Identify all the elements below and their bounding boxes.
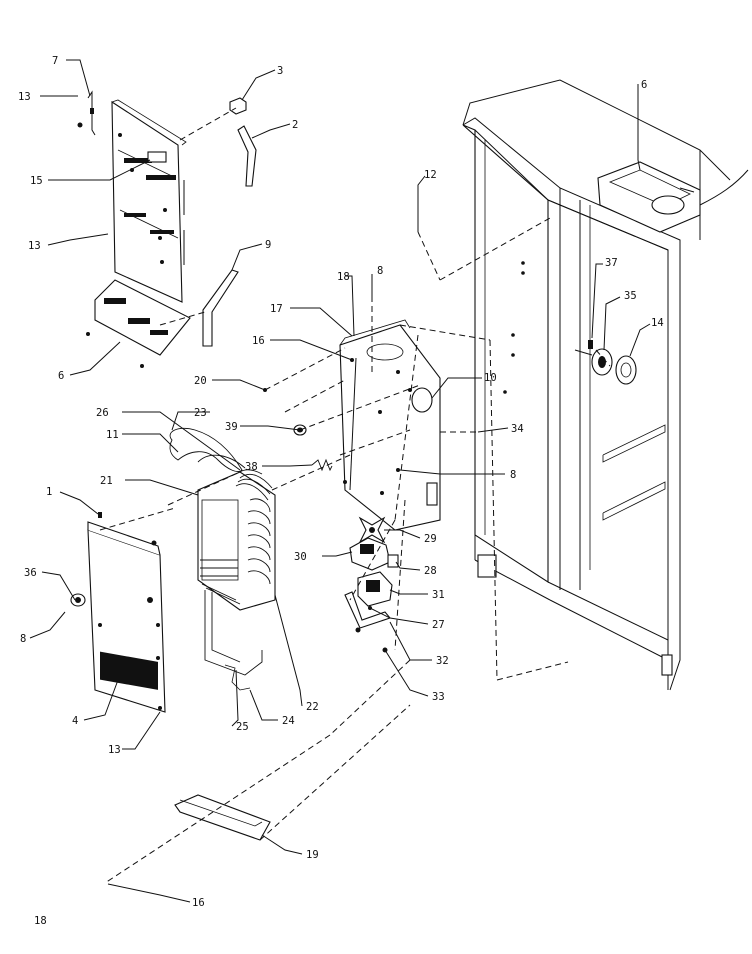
callout-21: 21 xyxy=(100,475,113,487)
callout-17: 17 xyxy=(270,303,283,315)
callout-labels: 7 3 13 2 15 13 9 6 6 12 18 8 17 16 20 37… xyxy=(18,55,664,909)
callout-13: 13 xyxy=(108,744,121,756)
bracket-7 xyxy=(77,90,96,136)
motor-mount-32 xyxy=(344,591,391,633)
callout-8: 8 xyxy=(510,469,516,481)
lower-cover-panel-4 xyxy=(87,521,166,713)
refrigerator-cabinet xyxy=(462,79,731,691)
callout-3: 3 xyxy=(277,65,283,77)
assembly-lines xyxy=(99,107,611,884)
callout-23: 23 xyxy=(194,407,207,419)
callout-24: 24 xyxy=(282,715,295,727)
callout-4: 4 xyxy=(72,715,78,727)
callout-26: 26 xyxy=(96,407,109,419)
callout-31: 31 xyxy=(432,589,445,601)
callout-18: 18 xyxy=(337,271,350,283)
screw-37 xyxy=(574,340,593,356)
callout-10: 10 xyxy=(484,372,497,384)
bracket-6-tray xyxy=(86,279,191,368)
callout-12: 12 xyxy=(424,169,437,181)
evaporator-cover-panel xyxy=(111,99,187,303)
callout-37: 37 xyxy=(605,257,618,269)
callout-13: 13 xyxy=(28,240,41,252)
callout-7: 7 xyxy=(52,55,58,67)
callout-27: 27 xyxy=(432,619,445,631)
damper-36 xyxy=(70,593,86,607)
callout-14: 14 xyxy=(651,317,664,329)
callout-30: 30 xyxy=(294,551,307,563)
page-number: 18 xyxy=(34,915,47,927)
spring-38 xyxy=(311,458,333,472)
callout-38: 38 xyxy=(245,461,258,473)
clip-3 xyxy=(229,97,247,115)
callout-13: 13 xyxy=(18,91,31,103)
fan-motor-31 xyxy=(357,571,393,607)
callout-34: 34 xyxy=(511,423,524,435)
callout-1: 1 xyxy=(46,486,52,498)
callout-8: 8 xyxy=(20,633,26,645)
callout-19: 19 xyxy=(306,849,319,861)
callout-16: 16 xyxy=(252,335,265,347)
callout-28: 28 xyxy=(424,565,437,577)
light-cover-14 xyxy=(615,355,637,385)
callout-6: 6 xyxy=(58,370,64,382)
leader-lines xyxy=(29,59,651,903)
callout-39: 39 xyxy=(225,421,238,433)
screw-1 xyxy=(98,512,102,518)
callout-29: 29 xyxy=(424,533,437,545)
callout-8: 8 xyxy=(377,265,383,277)
callout-9: 9 xyxy=(265,239,271,251)
evaporator-coil xyxy=(169,427,276,691)
callout-15: 15 xyxy=(30,175,43,187)
seal-strip-9 xyxy=(202,269,239,347)
light-socket-35 xyxy=(591,348,613,376)
callout-32: 32 xyxy=(436,655,449,667)
callout-35: 35 xyxy=(624,290,637,302)
seal-strip-2 xyxy=(237,125,257,187)
callout-11: 11 xyxy=(106,429,119,441)
callout-33: 33 xyxy=(432,691,445,703)
grommet-28 xyxy=(387,554,399,568)
callout-25: 25 xyxy=(236,721,249,733)
control-housing-6 xyxy=(597,161,749,233)
callout-22: 22 xyxy=(306,701,319,713)
fan-housing xyxy=(339,319,441,531)
callout-6: 6 xyxy=(641,79,647,91)
callout-16: 16 xyxy=(192,897,205,909)
callout-36: 36 xyxy=(24,567,37,579)
callout-20: 20 xyxy=(194,375,207,387)
drain-tray-19 xyxy=(174,794,271,841)
fan-blade-29 xyxy=(358,516,386,544)
callout-2: 2 xyxy=(292,119,298,131)
